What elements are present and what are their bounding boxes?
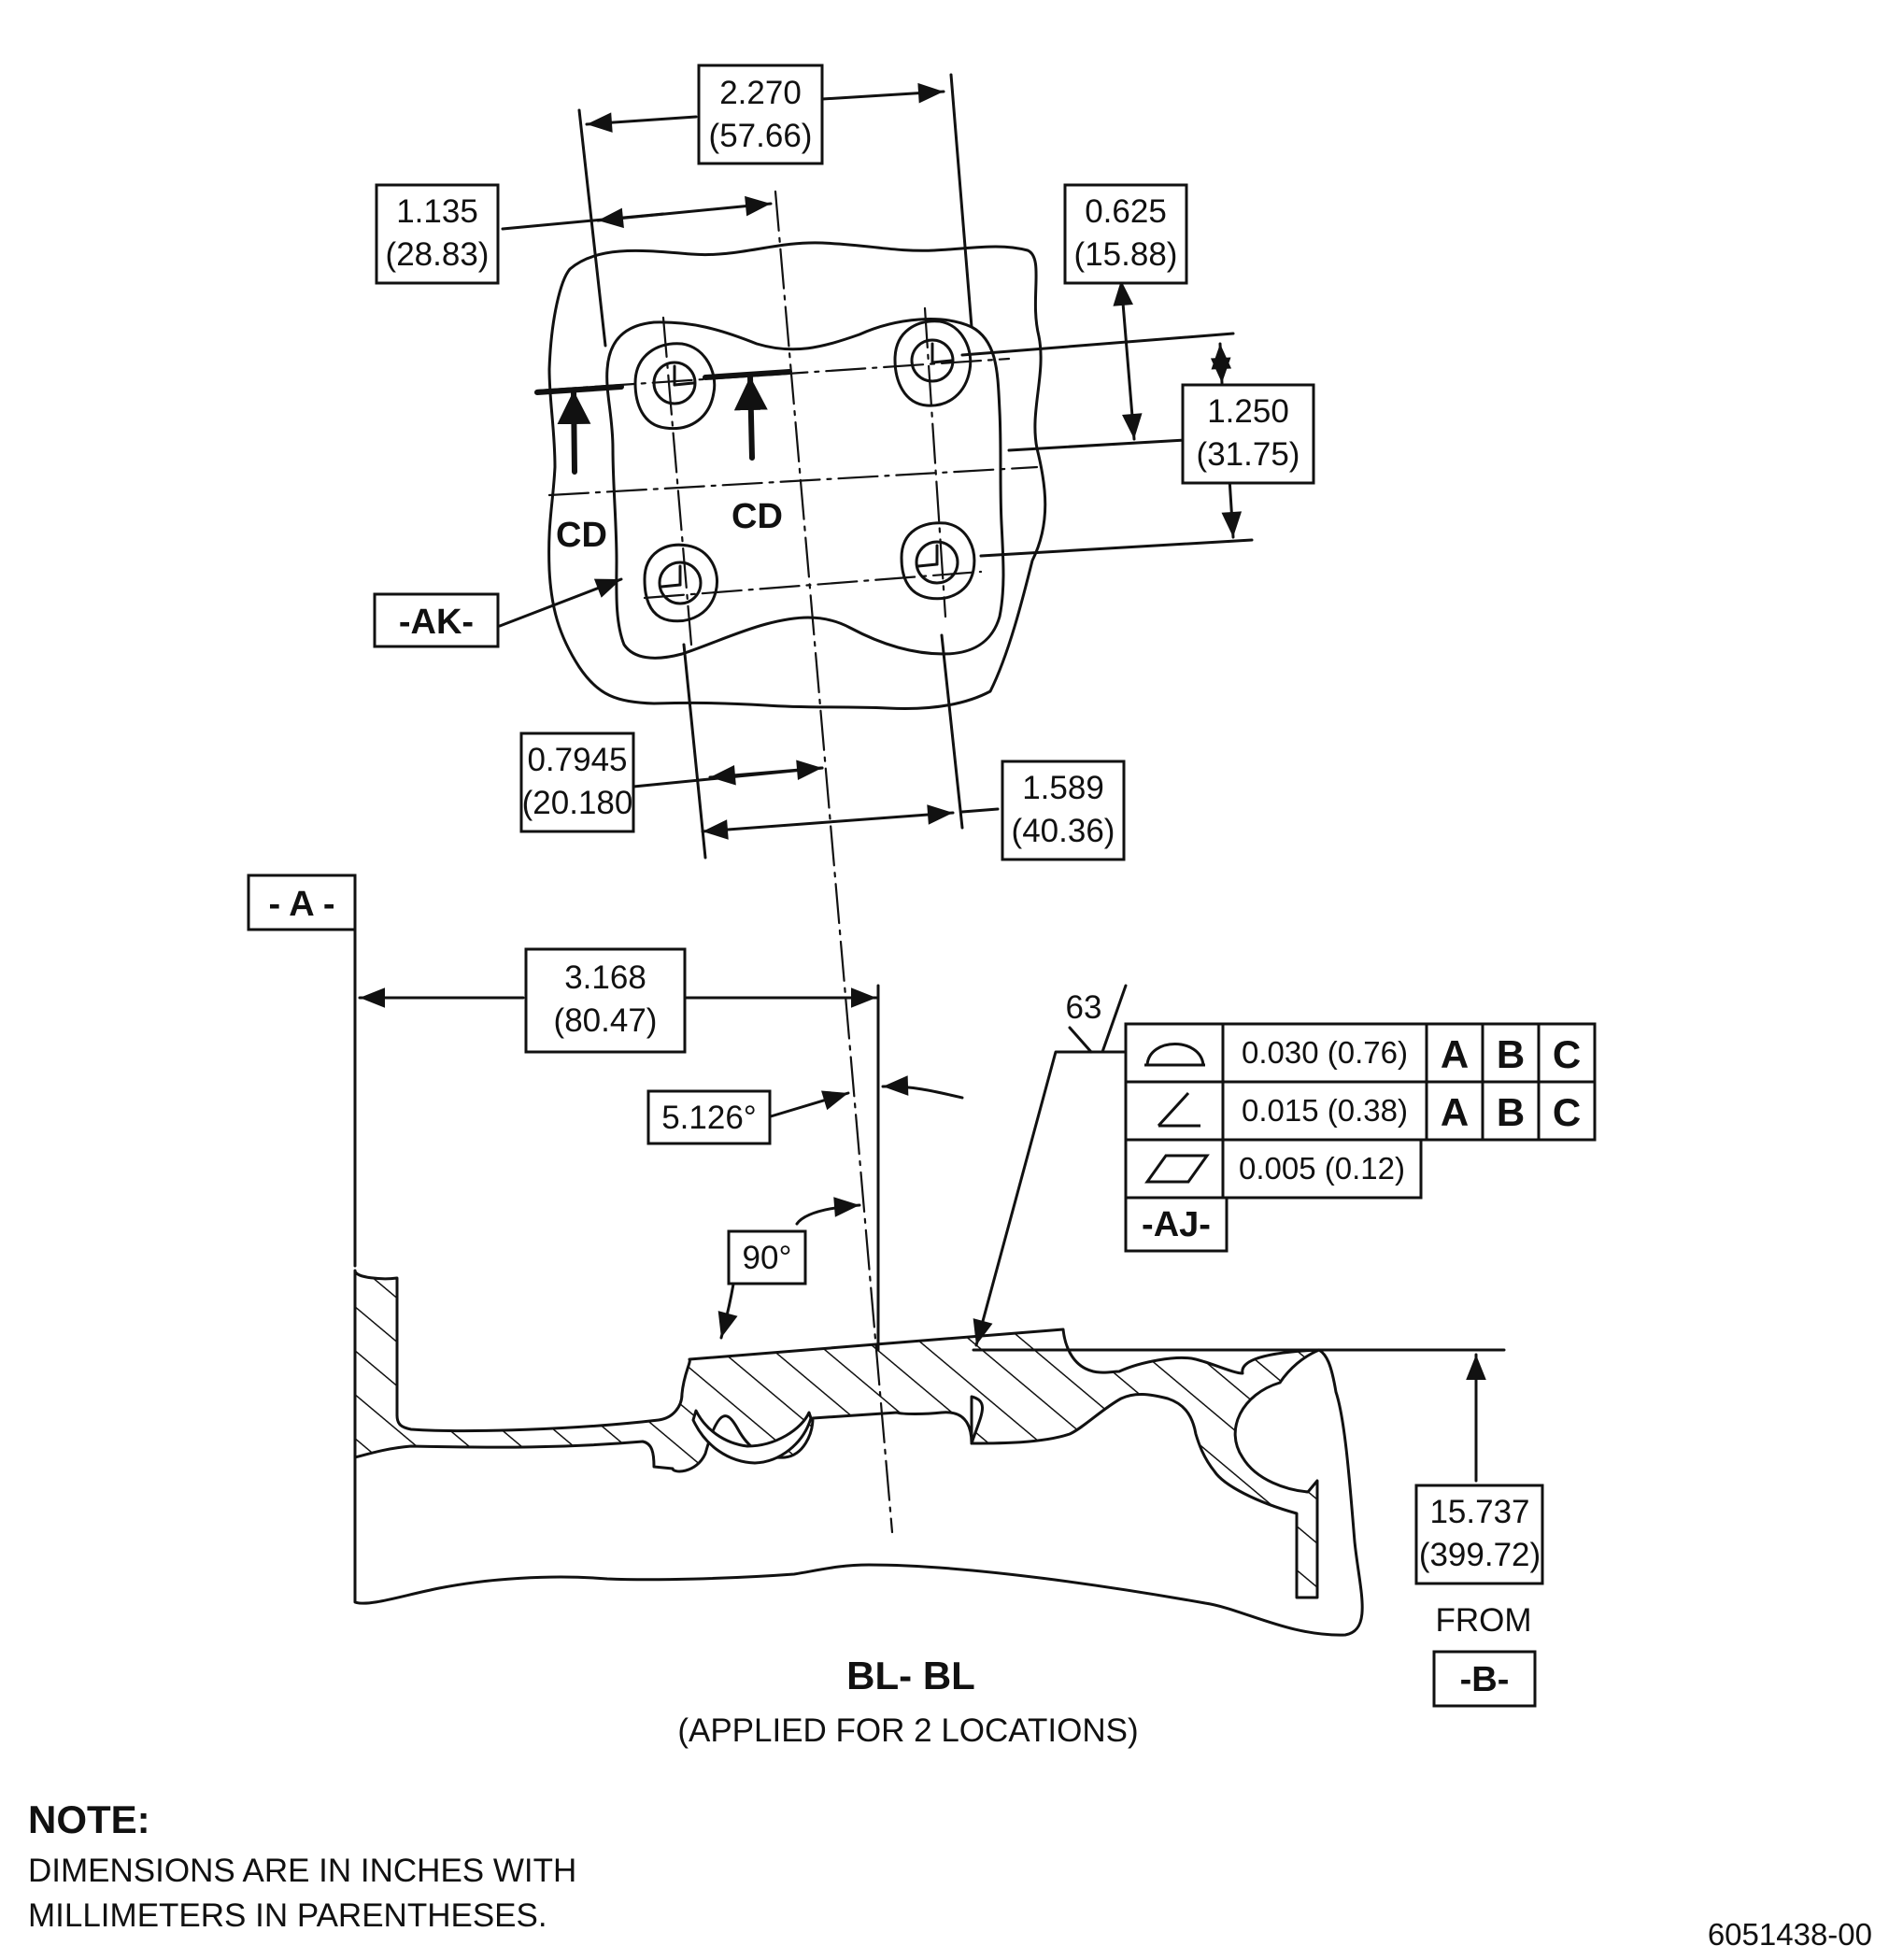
angularity-icon xyxy=(1157,1091,1200,1128)
casting-outline xyxy=(547,241,1047,710)
note-line-1: DIMENSIONS ARE IN INCHES WITH xyxy=(28,1853,576,1889)
angle-5126: 5.126° xyxy=(661,1100,757,1136)
section-view xyxy=(353,928,1506,1637)
fcf-1-ref-a: A xyxy=(1441,1032,1469,1076)
dim-1135-mm: (28.83) xyxy=(386,236,490,273)
section-body-hatched xyxy=(353,1269,1321,1599)
datum-aj: -AJ- xyxy=(1142,1205,1211,1244)
section-lower-outline xyxy=(353,1348,1364,1637)
plan-view xyxy=(498,73,1254,1534)
profile-of-surface-icon xyxy=(1144,1043,1205,1067)
dim-0625-mm: (15.88) xyxy=(1074,236,1178,273)
fcf-1-ref-b: B xyxy=(1497,1032,1525,1076)
fcf-2-ref-c: C xyxy=(1553,1090,1581,1134)
hole-bottom-right xyxy=(900,521,976,601)
section-markers: CD CD xyxy=(556,497,783,555)
hole-top-right xyxy=(893,320,973,407)
drawing-number: 6051438-00 xyxy=(1708,1917,1872,1952)
dim-3168-in: 3.168 xyxy=(564,959,646,996)
from-label: FROM xyxy=(1435,1602,1531,1639)
fcf-2-tolerance: 0.015 (0.38) xyxy=(1242,1093,1408,1128)
datum-b: -B- xyxy=(1460,1660,1510,1699)
feature-control-frames xyxy=(1124,1022,1597,1200)
fcf-2-ref-b: B xyxy=(1497,1090,1525,1134)
dim-15737-in: 15.737 xyxy=(1429,1494,1529,1530)
dim-1135-in: 1.135 xyxy=(396,193,478,230)
dim-2270-mm: (57.66) xyxy=(709,118,813,154)
fcf-3-tolerance: 0.005 (0.12) xyxy=(1239,1151,1405,1186)
boss-outline xyxy=(605,318,1005,660)
fcf-2-ref-a: A xyxy=(1441,1090,1469,1134)
datum-labels: -AK- - A - -AJ- FROM -B- xyxy=(247,592,1537,1708)
dim-15737-mm: (399.72) xyxy=(1419,1537,1541,1573)
main-axis-centerline xyxy=(774,190,894,1534)
datum-a: - A - xyxy=(268,885,334,924)
angle-90: 90° xyxy=(743,1240,792,1276)
dim-1589-mm: (40.36) xyxy=(1012,813,1115,849)
section-subtitle: (APPLIED FOR 2 LOCATIONS) xyxy=(677,1712,1138,1749)
notes: NOTE: DIMENSIONS ARE IN INCHES WITH MILL… xyxy=(28,1797,576,1934)
section-caption: BL- BL (APPLIED FOR 2 LOCATIONS) xyxy=(677,1654,1138,1749)
dim-1250-mm: (31.75) xyxy=(1197,436,1300,473)
fcf-1-tolerance: 0.030 (0.76) xyxy=(1242,1035,1408,1070)
section-marker-right: CD xyxy=(731,497,783,536)
dim-2270-in: 2.270 xyxy=(719,75,802,111)
section-title: BL- BL xyxy=(846,1654,975,1697)
surface-finish-63: 63 xyxy=(1066,989,1102,1026)
datum-ak: -AK- xyxy=(399,603,474,642)
dim-07945-in: 0.7945 xyxy=(527,742,627,778)
fcf-1-ref-c: C xyxy=(1553,1032,1581,1076)
note-title: NOTE: xyxy=(28,1797,150,1841)
dimension-labels: 2.270 (57.66) 1.135 (28.83) 0.625 (15.88… xyxy=(375,64,1544,1585)
dim-0625-in: 0.625 xyxy=(1085,193,1167,230)
note-line-2: MILLIMETERS IN PARENTHESES. xyxy=(28,1897,547,1934)
dim-1250-in: 1.250 xyxy=(1207,393,1289,430)
dim-3168-mm: (80.47) xyxy=(554,1002,658,1039)
dim-1589-in: 1.589 xyxy=(1022,770,1104,806)
flatness-icon xyxy=(1144,1154,1210,1184)
fcf-text: 0.030 (0.76) A B C 0.015 (0.38) A B C 0.… xyxy=(1239,1032,1581,1186)
dim-07945-mm: (20.180 xyxy=(522,785,633,821)
section-marker-left: CD xyxy=(556,516,607,555)
